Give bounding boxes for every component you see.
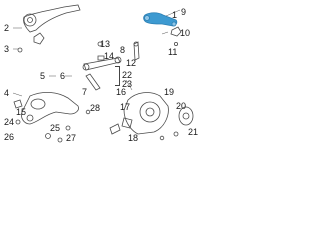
callout-22: 22 [122,70,133,80]
callout-13: 13 [100,39,111,49]
knuckle [123,92,169,135]
lower-control-arm [21,92,79,125]
callout-25: 25 [50,123,61,133]
callout-26: 26 [4,132,15,142]
callout-23: 23 [122,79,133,89]
callout-14: 14 [104,51,115,61]
toe-link [85,73,101,91]
trailing-arm [23,4,81,33]
bushing-front [23,13,37,27]
callout-18: 18 [128,133,139,143]
callout-10: 10 [180,28,191,38]
callout-16: 16 [116,87,127,97]
callout-5: 5 [40,71,46,81]
bushing-mount [33,32,45,45]
callout-11: 11 [168,47,178,57]
callout-12: 12 [126,58,137,68]
callout-8: 8 [120,45,126,55]
callout-28: 28 [90,103,101,113]
callout-17: 17 [120,102,131,112]
callout-2: 2 [4,23,10,33]
suspension-parts-diagram [12,4,194,143]
callout-20: 20 [176,101,187,111]
callout-9: 9 [181,7,187,17]
callout-4: 4 [4,88,10,98]
callout-19: 19 [164,87,175,97]
wheel-bearing [178,106,194,126]
callout-15: 15 [16,107,27,117]
hub [139,101,161,123]
callout-6: 6 [60,71,66,81]
callout-1: 1 [172,10,178,20]
callout-bracket [115,66,120,86]
callout-3: 3 [4,44,10,54]
callout-21: 21 [188,127,199,137]
nut-small [17,47,23,53]
callout-27: 27 [66,133,77,143]
callout-7: 7 [82,87,88,97]
callout-24: 24 [4,117,15,127]
stabilizer-link [133,41,140,61]
